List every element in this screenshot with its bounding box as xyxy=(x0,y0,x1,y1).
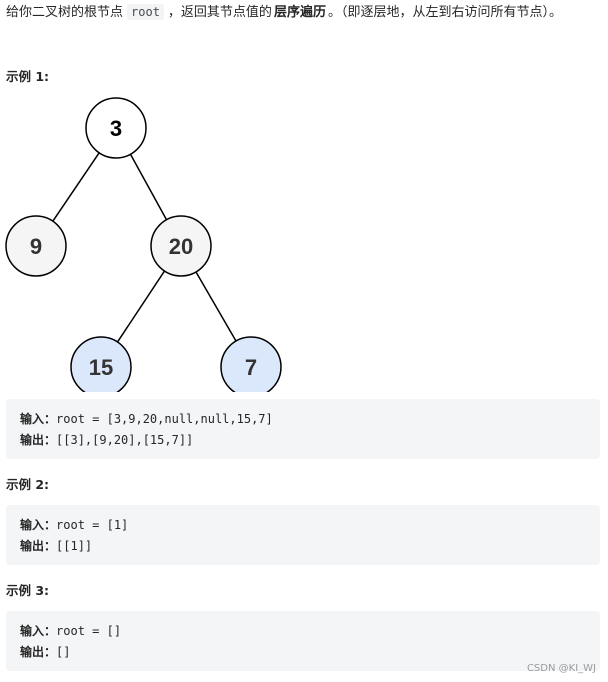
tree-edge-n20-n15 xyxy=(116,270,166,343)
intro-text-2: ，返回其节点值的 xyxy=(167,5,272,20)
tree-node-label: 7 xyxy=(245,355,257,380)
intro-bold-term: 层序遍历 xyxy=(273,5,326,20)
example-3-title: 示例 3: xyxy=(6,583,50,598)
input-value: root = [1] xyxy=(56,518,129,532)
inline-code-root: root xyxy=(127,4,164,20)
tree-nodes: 3 9 20 15 7 xyxy=(5,97,282,392)
tree-node-20: 20 xyxy=(150,215,212,277)
tree-edge-n3-n9 xyxy=(52,152,100,222)
example-3-io-block: 输入：root = [] 输出：[] xyxy=(6,611,600,671)
tree-node-label: 9 xyxy=(30,234,42,259)
output-label: 输出： xyxy=(20,433,57,447)
example-2-input-line: 输入：root = [1] xyxy=(20,516,128,533)
tree-node-circle xyxy=(5,215,67,277)
example-2-output-line: 输出：[[1]] xyxy=(20,537,92,554)
tree-node-15: 15 xyxy=(70,336,132,392)
tree-node-circle xyxy=(150,215,212,277)
example-1-io-block: 输入：root = [3,9,20,null,null,15,7] 输出：[[3… xyxy=(6,399,600,459)
watermark: CSDN @KI_WJ xyxy=(526,663,596,674)
tree-node-label: 15 xyxy=(89,355,113,380)
intro-text-3: 。（即逐层地，从左到右访问所有节点）。 xyxy=(327,5,562,20)
binary-tree-diagram: 3 9 20 15 7 xyxy=(5,97,282,392)
input-value: root = [3,9,20,null,null,15,7] xyxy=(56,412,273,426)
output-value: [[3],[9,20],[15,7]] xyxy=(56,433,194,447)
input-label: 输入： xyxy=(20,518,57,532)
tree-node-circle xyxy=(85,97,147,159)
output-value: [] xyxy=(56,645,71,659)
input-label: 输入： xyxy=(20,412,57,426)
tree-edge-n20-n7 xyxy=(195,271,237,342)
tree-edge-n3-n20 xyxy=(129,153,168,221)
tree-edges xyxy=(52,152,237,343)
output-value: [[1]] xyxy=(56,539,93,553)
input-label: 输入： xyxy=(20,624,57,638)
example-2-title: 示例 2: xyxy=(6,477,50,492)
example-1-input-line: 输入：root = [3,9,20,null,null,15,7] xyxy=(20,410,273,427)
example-1-output-line: 输出：[[3],[9,20],[15,7]] xyxy=(20,431,193,448)
tree-node-7: 7 xyxy=(220,336,282,392)
tree-node-label: 20 xyxy=(169,234,193,259)
example-2-io-block: 输入：root = [1] 输出：[[1]] xyxy=(6,505,600,565)
example-3-input-line: 输入：root = [] xyxy=(20,622,121,639)
tree-node-circle xyxy=(70,336,132,392)
intro-text-1: 给你二叉树的根节点 xyxy=(6,5,124,20)
example-3-output-line: 输出：[] xyxy=(20,643,70,660)
tree-node-3: 3 xyxy=(85,97,147,159)
output-label: 输出： xyxy=(20,645,57,659)
input-value: root = [] xyxy=(56,624,122,638)
tree-node-9: 9 xyxy=(5,215,67,277)
tree-node-circle xyxy=(220,336,282,392)
example-1-title: 示例 1: xyxy=(6,69,50,84)
tree-node-label: 3 xyxy=(110,116,122,141)
output-label: 输出： xyxy=(20,539,57,553)
